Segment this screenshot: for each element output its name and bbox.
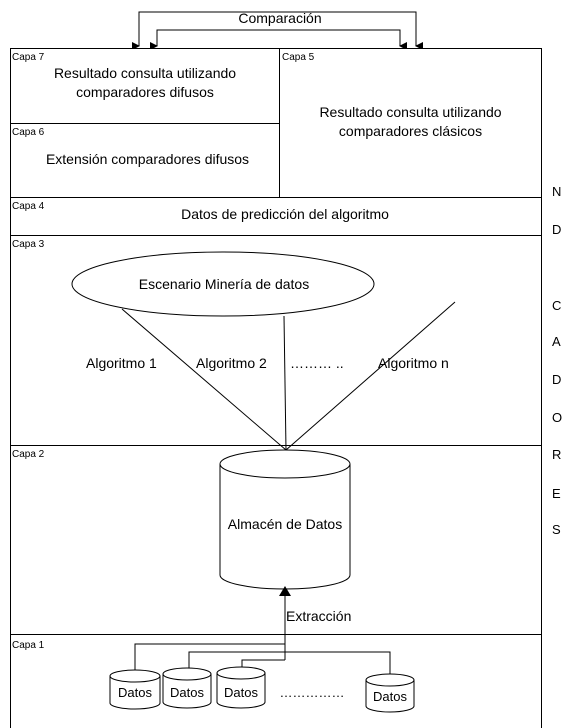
algorithm-1-line	[121, 308, 287, 451]
source-connector-2	[188, 651, 285, 668]
side-letter-a: A	[552, 334, 561, 349]
source-connector-4	[285, 651, 391, 676]
algorithm-1-label: Algoritmo 1	[86, 355, 157, 371]
layer-5-box	[279, 48, 542, 198]
layer-6-tag: Capa 6	[12, 127, 45, 138]
source-connector-3	[241, 659, 285, 668]
side-letter-s: S	[552, 522, 561, 537]
extraction-label: Extracción	[286, 608, 352, 624]
layer-6-text: Extensión comparadores difusos	[45, 151, 250, 167]
algorithm-n-label: Algoritmo n	[378, 355, 449, 371]
extraction-arrowhead	[279, 586, 291, 596]
inner-comparison-arrow	[150, 29, 407, 50]
sources-ellipsis: ……………	[279, 685, 345, 700]
layer-1-box	[10, 634, 542, 728]
layer-5-text-line1: Resultado consulta utilizando	[319, 104, 502, 120]
side-letter-d2: D	[552, 372, 562, 387]
side-letter-n: N	[552, 184, 562, 199]
side-letter-c: C	[552, 298, 562, 313]
source-4-label: Datos	[373, 689, 407, 704]
algorithm-ellipsis-label: ……… ..	[290, 355, 344, 371]
layer-6-box	[10, 123, 280, 198]
source-cylinder-4	[365, 673, 415, 713]
algorithm-2-line	[283, 315, 287, 451]
layer-3-tag: Capa 3	[12, 239, 45, 250]
layer-7-text-line2: comparadores difusos	[76, 84, 214, 100]
layer-2-tag: Capa 2	[12, 449, 45, 460]
source-1-label: Datos	[118, 685, 152, 700]
layer-1-tag: Capa 1	[12, 640, 45, 651]
side-letter-d: D	[552, 222, 562, 237]
outer-comparison-arrow	[132, 11, 423, 50]
algorithm-2-label: Algoritmo 2	[196, 355, 267, 371]
comparison-label: Comparación	[238, 10, 322, 26]
source-cylinder-2	[162, 667, 212, 709]
source-3-label: Datos	[224, 685, 258, 700]
source-connector-1	[134, 643, 285, 672]
data-store-cylinder	[219, 449, 351, 590]
layer-5-tag: Capa 5	[282, 52, 315, 63]
layer-7-text-line1: Resultado consulta utilizando	[53, 65, 237, 81]
source-2-label: Datos	[170, 685, 204, 700]
algorithm-n-line	[285, 301, 456, 451]
scenario-ellipse	[71, 251, 375, 317]
source-cylinder-3	[216, 666, 266, 709]
data-store-label: Almacén de Datos	[227, 516, 343, 532]
side-letter-e: E	[552, 486, 561, 501]
side-letter-o: O	[552, 410, 563, 425]
layer-5-text-line2: comparadores clásicos	[338, 123, 483, 139]
scenario-label: Escenario Minería de datos	[138, 276, 310, 292]
layer-4-text: Datos de predicción del algoritmo	[181, 206, 389, 222]
source-cylinder-1	[109, 669, 161, 710]
layer-4-tag: Capa 4	[12, 201, 45, 212]
side-letter-r: R	[552, 447, 562, 462]
layer-7-tag: Capa 7	[12, 52, 45, 63]
